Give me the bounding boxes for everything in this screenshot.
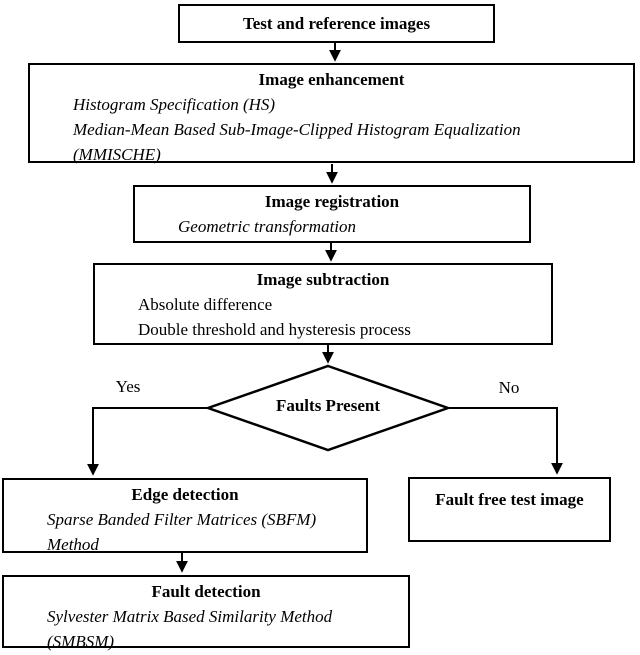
body-line: Method <box>47 535 99 554</box>
branch-label-yes: Yes <box>115 377 141 396</box>
body-line: (SMBSM) <box>47 632 115 651</box>
node-title: Edge detection <box>131 485 239 504</box>
node-body: Geometric transformation <box>135 214 529 239</box>
body-line: (MMISCHE) <box>73 145 161 164</box>
node-title: Fault detection <box>151 582 261 601</box>
body-line: Double threshold and hysteresis process <box>138 320 411 339</box>
node-edge-detection: Edge detection Sparse Banded Filter Matr… <box>2 478 368 554</box>
branch-label-no: No <box>498 378 520 397</box>
node-body: Absolute difference Double threshold and… <box>95 292 551 342</box>
node-image-registration: Image registration Geometric transformat… <box>133 185 531 243</box>
node-fault-detection: Fault detection Sylvester Matrix Based S… <box>2 575 410 651</box>
node-image-enhancement: Image enhancement Histogram Specificatio… <box>28 63 635 164</box>
yes-branch-connector <box>87 407 208 476</box>
node-title: Fault free test image <box>435 490 584 509</box>
body-line: Histogram Specification (HS) <box>73 95 276 114</box>
node-fault-free-test-image: Fault free test image <box>408 477 611 542</box>
decision-diamond <box>204 364 452 452</box>
node-title: Test and reference images <box>242 14 431 33</box>
body-line: Sylvester Matrix Based Similarity Method <box>47 607 333 626</box>
node-body: Sylvester Matrix Based Similarity Method… <box>4 604 408 654</box>
decision-faults-present: Faults Present <box>275 396 381 415</box>
node-test-reference-images: Test and reference images <box>178 4 495 43</box>
body-line: Geometric transformation <box>178 217 357 236</box>
node-body: Sparse Banded Filter Matrices (SBFM) Met… <box>4 507 366 557</box>
body-line: Sparse Banded Filter Matrices (SBFM) <box>47 510 317 529</box>
node-image-subtraction: Image subtraction Absolute difference Do… <box>93 263 553 345</box>
no-branch-connector <box>448 407 563 475</box>
node-title: Image enhancement <box>258 70 405 89</box>
node-body: Histogram Specification (HS) Median-Mean… <box>30 92 633 167</box>
body-line: Absolute difference <box>138 295 273 314</box>
node-title: Image subtraction <box>256 270 390 289</box>
node-title: Image registration <box>264 192 400 211</box>
body-line: Median-Mean Based Sub-Image-Clipped Hist… <box>73 120 521 139</box>
